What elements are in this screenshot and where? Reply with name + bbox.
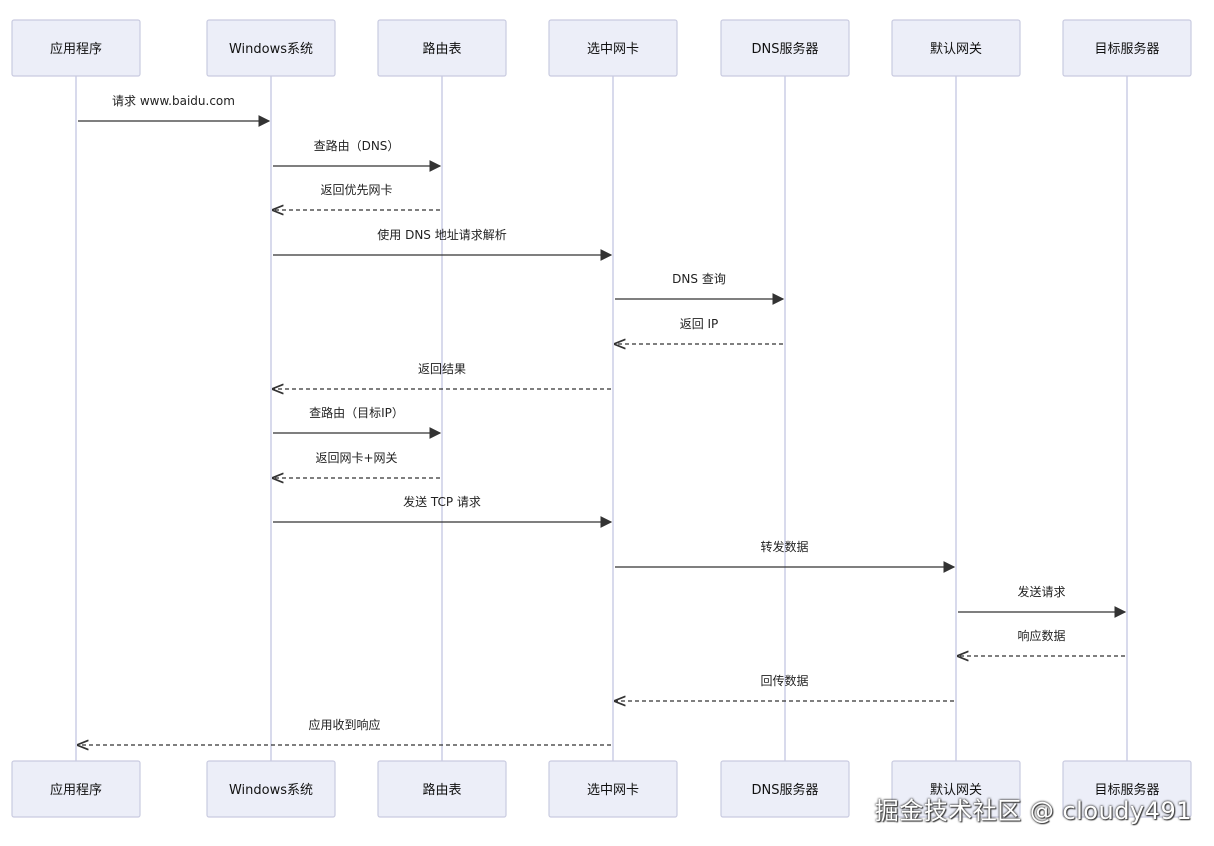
message-12: 发送请求 xyxy=(958,584,1127,618)
watermark: 掘金技术社区 @ cloudy491 xyxy=(874,797,1192,825)
actor-nic-bottom: 选中网卡 xyxy=(548,760,678,818)
message-label: 发送请求 xyxy=(1017,584,1065,599)
actor-label: 路由表 xyxy=(422,41,461,57)
message-1: 请求 www.baidu.com xyxy=(78,94,271,127)
message-9: 返回网卡+网关 xyxy=(273,451,440,478)
actor-app-top: 应用程序 xyxy=(11,19,141,77)
message-label: 返回结果 xyxy=(418,362,466,376)
message-label: 发送 TCP 请求 xyxy=(403,494,481,509)
actor-label: Windows系统 xyxy=(229,783,313,798)
actor-label: 目标服务器 xyxy=(1094,782,1159,798)
message-4: 使用 DNS 地址请求解析 xyxy=(273,227,613,261)
actor-win-bottom: Windows系统 xyxy=(206,760,336,818)
actor-route-bottom: 路由表 xyxy=(377,760,507,818)
actor-label: 选中网卡 xyxy=(587,42,639,57)
message-label: 回传数据 xyxy=(760,673,808,688)
actor-label: DNS服务器 xyxy=(752,782,819,798)
actor-route-top: 路由表 xyxy=(377,19,507,77)
message-label: 查路由（DNS） xyxy=(314,138,400,153)
message-label: 查路由（目标IP） xyxy=(309,405,404,420)
actor-gw-bottom: 默认网关 xyxy=(891,760,1021,818)
actor-label: DNS服务器 xyxy=(752,41,819,57)
message-label: 应用收到响应 xyxy=(308,717,380,732)
message-label: 返回 IP xyxy=(680,317,719,331)
message-label: 响应数据 xyxy=(1017,628,1065,643)
message-10: 发送 TCP 请求 xyxy=(273,494,613,528)
message-label: 请求 www.baidu.com xyxy=(112,94,235,108)
actor-nic-top: 选中网卡 xyxy=(548,19,678,77)
message-label: 返回优先网卡 xyxy=(320,183,392,197)
lifelines xyxy=(75,76,1128,761)
message-label: 转发数据 xyxy=(760,539,808,554)
actor-label: 选中网卡 xyxy=(587,783,639,798)
actor-app-bottom: 应用程序 xyxy=(11,760,141,818)
message-15: 应用收到响应 xyxy=(78,717,611,745)
message-11: 转发数据 xyxy=(615,539,956,573)
actor-srv-bottom: 目标服务器 xyxy=(1062,760,1192,818)
message-6: 返回 IP xyxy=(615,317,783,344)
message-13: 响应数据 xyxy=(958,628,1125,656)
actor-label: 应用程序 xyxy=(50,782,102,798)
actor-label: 默认网关 xyxy=(930,41,982,57)
message-8: 查路由（目标IP） xyxy=(273,405,442,439)
actor-label: 目标服务器 xyxy=(1094,41,1159,57)
actor-label: 路由表 xyxy=(422,782,461,798)
message-5: DNS 查询 xyxy=(615,272,785,305)
actor-gw-top: 默认网关 xyxy=(891,19,1021,77)
actors-bottom: 应用程序 Windows系统 路由表 选中网卡 DNS服务器 默认网关 目标服务器 xyxy=(11,760,1192,818)
message-14: 回传数据 xyxy=(615,673,954,701)
actor-dns-top: DNS服务器 xyxy=(720,19,850,77)
actor-srv-top: 目标服务器 xyxy=(1062,19,1192,77)
message-2: 查路由（DNS） xyxy=(273,138,442,172)
actors-top: 应用程序 Windows系统 路由表 选中网卡 DNS服务器 默认网关 目标服务器 xyxy=(11,19,1192,77)
message-7: 返回结果 xyxy=(273,362,611,389)
message-3: 返回优先网卡 xyxy=(273,183,440,210)
actor-dns-bottom: DNS服务器 xyxy=(720,760,850,818)
message-label: 使用 DNS 地址请求解析 xyxy=(377,227,506,242)
actor-label: Windows系统 xyxy=(229,42,313,57)
actor-win-top: Windows系统 xyxy=(206,19,336,77)
message-label: 返回网卡+网关 xyxy=(315,451,397,465)
actor-label: 应用程序 xyxy=(50,41,102,57)
actor-label: 默认网关 xyxy=(930,782,982,798)
message-label: DNS 查询 xyxy=(672,272,726,286)
